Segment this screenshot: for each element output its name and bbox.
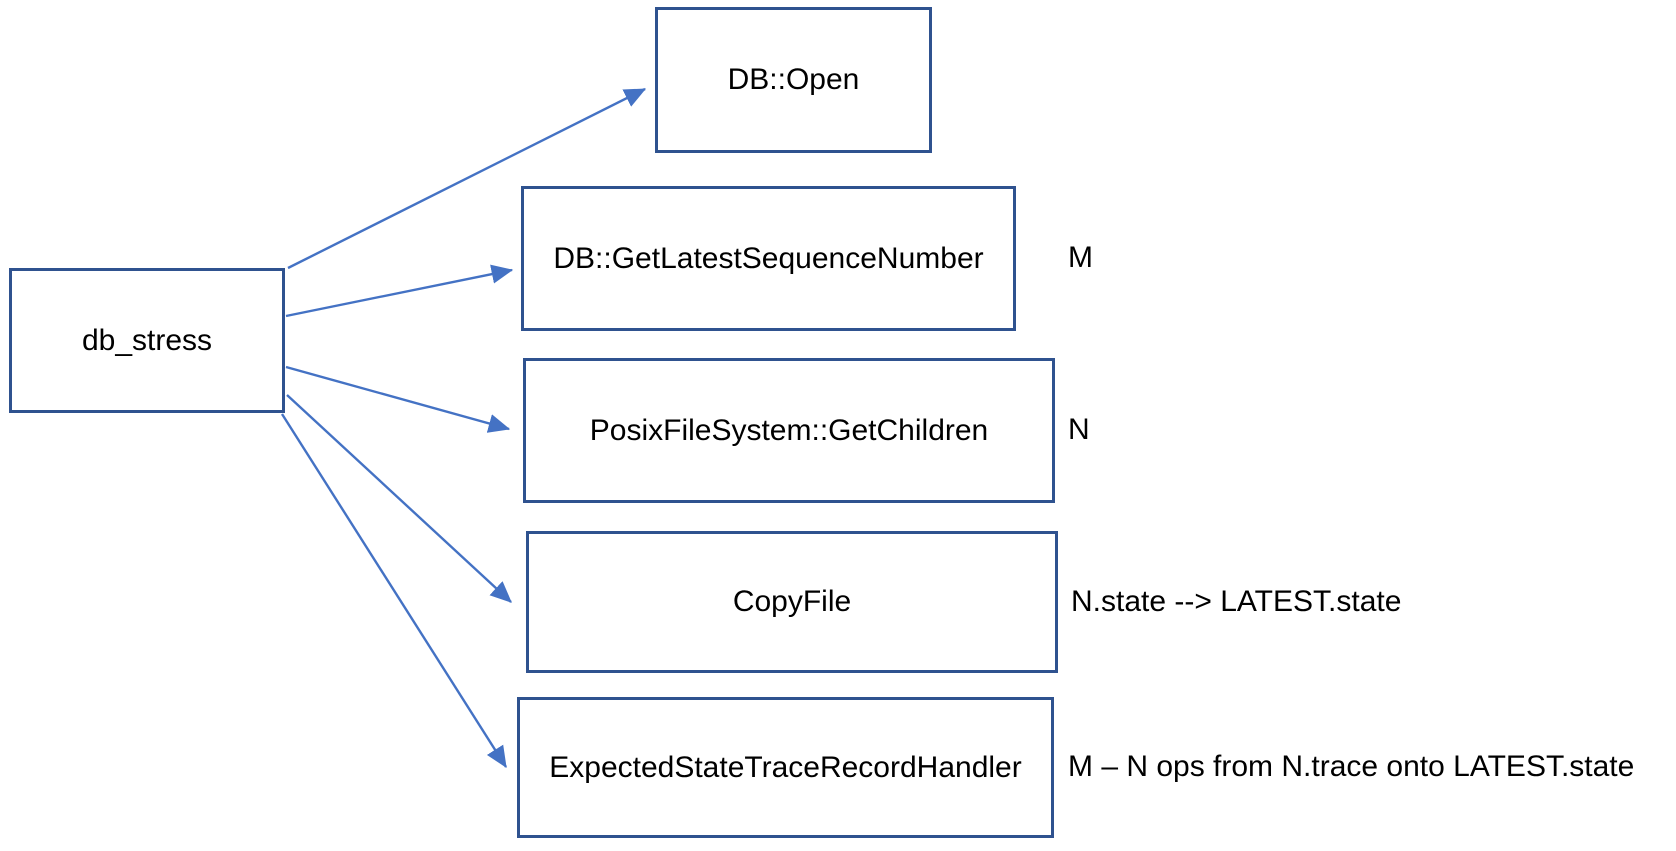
- arrow-db-stress-to-copy-file: [286, 394, 512, 603]
- node-db-open-label: DB::Open: [727, 63, 860, 96]
- arrow-db-stress-to-db-open: [287, 87, 647, 270]
- node-get-latest-sequence-number-label: DB::GetLatestSequenceNumber: [553, 241, 984, 275]
- node-db-stress: db_stress: [9, 268, 285, 413]
- arrow-db-stress-to-expected-state-trace-record-handler: [280, 413, 508, 769]
- arrow-db-stress-to-get-latest-sequence-number: [285, 264, 514, 318]
- node-get-latest-sequence-number: DB::GetLatestSequenceNumber: [521, 186, 1016, 331]
- node-get-children-label: PosixFileSystem::GetChildren: [589, 413, 989, 447]
- node-db-stress-label: db_stress: [81, 323, 213, 357]
- node-copy-file-label: CopyFile: [732, 585, 852, 618]
- annotation-expected-state-trace-record-handler: M – N ops from N.trace onto LATEST.state: [1068, 750, 1635, 783]
- node-expected-state-trace-record-handler: ExpectedStateTraceRecordHandler: [517, 697, 1054, 838]
- annotation-copy-file: N.state --> LATEST.state: [1071, 585, 1402, 618]
- node-get-children: PosixFileSystem::GetChildren: [523, 358, 1055, 503]
- node-db-open: DB::Open: [655, 7, 932, 153]
- node-expected-state-trace-record-handler-label: ExpectedStateTraceRecordHandler: [549, 750, 1022, 784]
- node-copy-file: CopyFile: [526, 531, 1058, 673]
- annotation-get-latest-sequence-number: M: [1068, 241, 1093, 274]
- annotation-get-children: N: [1068, 413, 1090, 446]
- arrow-db-stress-to-get-children: [285, 365, 511, 433]
